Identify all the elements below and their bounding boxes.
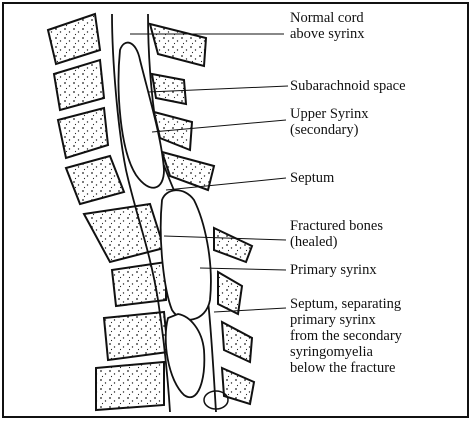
process-1 [150,24,206,66]
vertebra-4 [66,156,124,204]
vertebra-3 [58,108,108,158]
label-septum-separating: Septum, separating primary syrinx from t… [290,296,402,376]
vertebra-5 [84,204,164,262]
vertebra-7 [104,312,168,360]
label-subarachnoid-space: Subarachnoid space [290,78,406,94]
process-7 [222,322,252,362]
vertebra-8 [96,362,164,410]
primary-syrinx [161,190,211,319]
label-upper-syrinx: Upper Syrinx (secondary) [290,106,369,138]
vertebra-1 [48,14,100,64]
process-2 [152,74,186,104]
process-8 [222,368,254,404]
vertebra-2 [54,60,104,110]
process-5 [214,228,252,262]
process-6 [218,272,242,314]
lower-cavity [166,314,205,397]
label-normal-cord: Normal cord above syrinx [290,10,365,42]
label-septum: Septum [290,170,334,186]
label-primary-syrinx: Primary syrinx [290,262,377,278]
label-fractured-bones: Fractured bones (healed) [290,218,383,250]
process-4 [162,152,214,190]
